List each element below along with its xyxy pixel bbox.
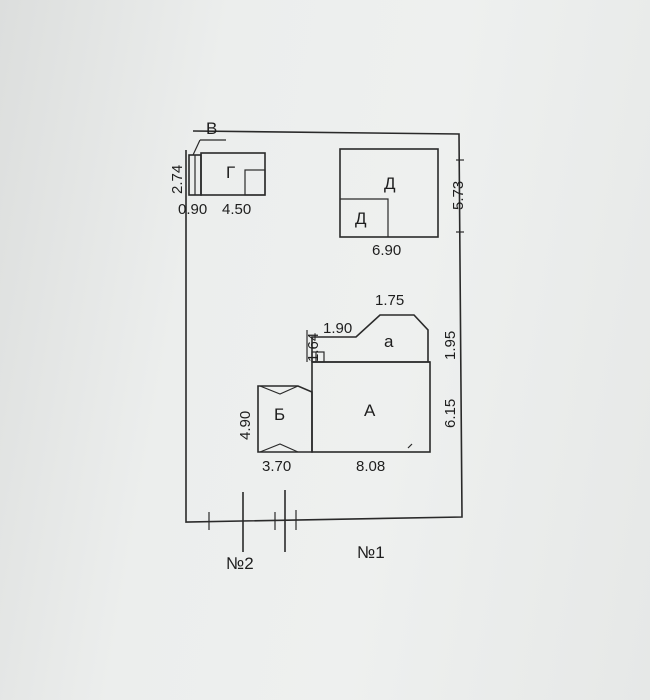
label-building-v: В — [206, 119, 217, 138]
dim-g-width: 4.50 — [222, 201, 251, 218]
building-g-annex — [244, 169, 266, 196]
label-building-g: Г — [226, 163, 235, 182]
label-building-a-lower: а — [384, 332, 394, 351]
label-building-a-main: А — [364, 401, 376, 420]
dim-a-lower-right: 1.95 — [442, 331, 459, 360]
dim-a-main-bottom: 8.08 — [356, 458, 385, 475]
building-d-outer — [339, 148, 439, 238]
dim-a-lower-top: 1.75 — [375, 292, 404, 309]
building-b-bottom-arrow — [259, 443, 299, 453]
a-main-corner-mark — [407, 443, 413, 449]
dim-a-main-right: 6.15 — [442, 399, 459, 428]
marker-no1: №1 — [357, 543, 385, 562]
label-building-d-inner: Д — [355, 209, 367, 228]
building-a-lower — [311, 314, 429, 362]
building-v-leader — [192, 139, 201, 156]
dim-a-lower-step: 1.64 — [305, 333, 322, 362]
label-building-d-outer: Д — [384, 174, 396, 193]
dim-plot-right: 5.73 — [450, 181, 467, 210]
building-b — [257, 385, 313, 453]
dim-b-height: 4.90 — [237, 411, 254, 440]
label-building-b: Б — [274, 405, 285, 424]
dim-a-lower-left: 1.90 — [323, 320, 352, 337]
building-d-inner — [340, 198, 389, 237]
plot-boundary — [185, 130, 463, 523]
building-b-top-arrow — [259, 385, 299, 395]
dim-v-width: 0.90 — [178, 201, 207, 218]
dim-v-height: 2.74 — [169, 165, 186, 194]
dim-b-width: 3.70 — [262, 458, 291, 475]
marker-no2: №2 — [226, 554, 254, 573]
dim-d-width: 6.90 — [372, 242, 401, 259]
